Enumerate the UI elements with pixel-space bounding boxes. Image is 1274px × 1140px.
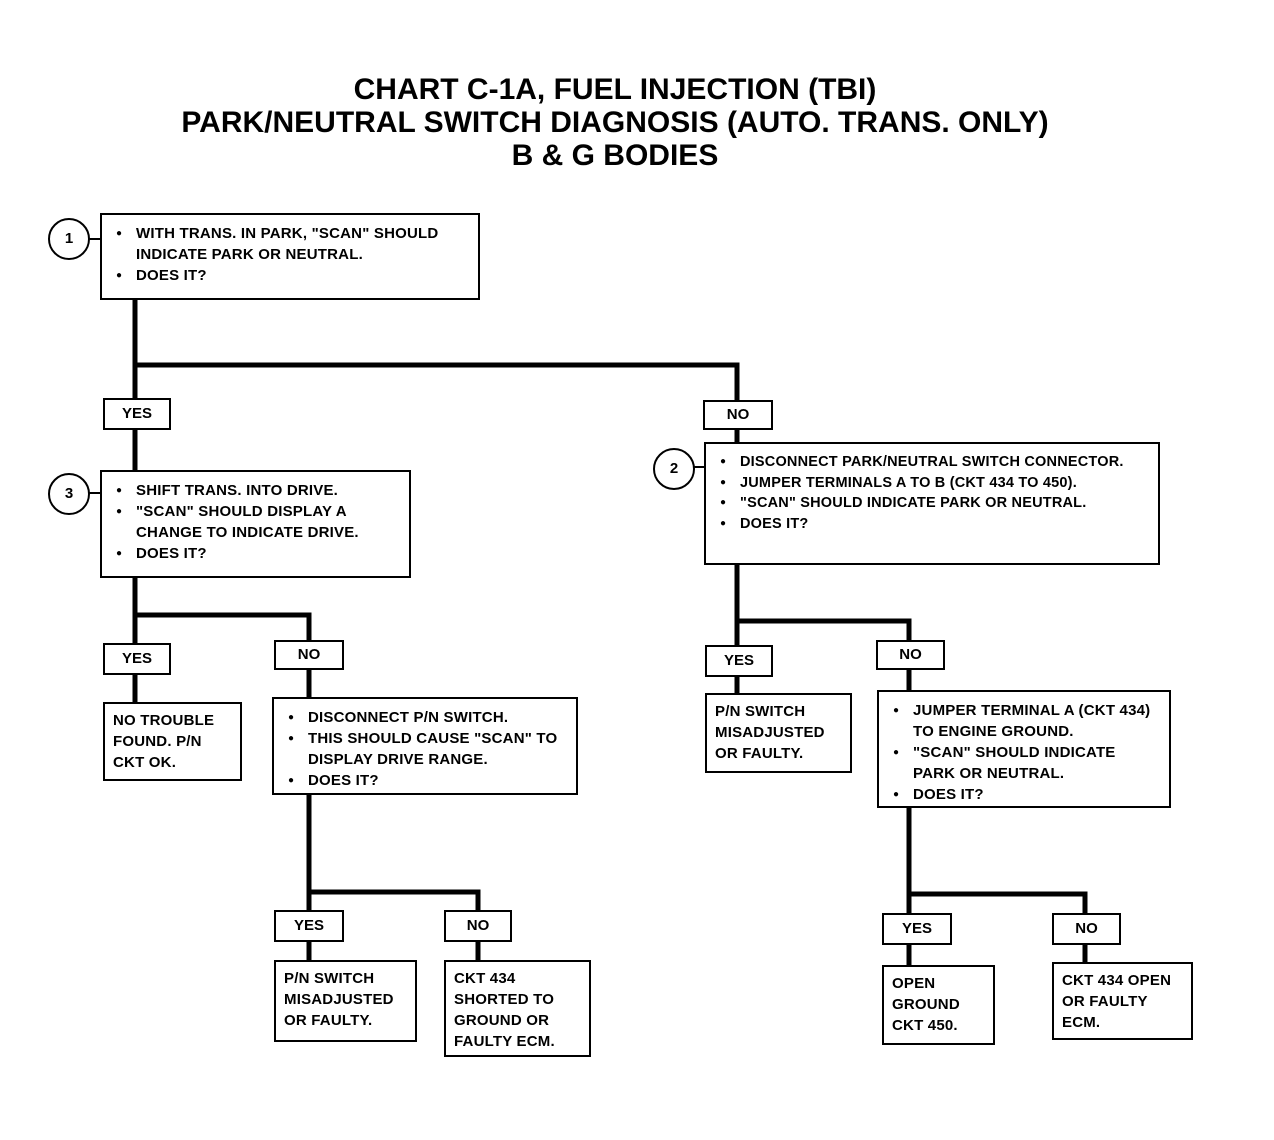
chart-title-line3: B & G BODIES [511,139,719,172]
step-5-line-3: DOES IT? [887,784,1161,805]
connector-s4-branch [306,792,481,913]
step-4-box: DISCONNECT P/N SWITCH. THIS SHOULD CAUSE… [272,697,578,795]
result-no-trouble: NO TROUBLE FOUND. P/N CKT OK. [103,702,242,781]
result-pn-switch-faulty-right: P/N SWITCH MISADJUSTED OR FAULTY. [705,693,852,773]
step-3-box: SHIFT TRANS. INTO DRIVE. "SCAN" SHOULD D… [100,470,411,578]
step-4-line-2: THIS SHOULD CAUSE "SCAN" TO DISPLAY DRIV… [282,728,568,770]
result-open-ground: OPEN GROUND CKT 450. [882,965,995,1045]
chart-title-line1: CHART C-1A, FUEL INJECTION (TBI) [353,73,877,106]
step-3-line-2: "SCAN" SHOULD DISPLAY A CHANGE TO INDICA… [110,501,401,543]
s4-no-label: NO [444,910,512,942]
step-4-line-1: DISCONNECT P/N SWITCH. [282,707,568,728]
step-2-number: 2 [653,448,695,490]
step-5-line-1: JUMPER TERMINAL A (CKT 434) TO ENGINE GR… [887,700,1161,742]
s2-no-label: NO [876,640,945,670]
result-ckt434-open: CKT 434 OPEN OR FAULTY ECM. [1052,962,1193,1040]
chart-title-line2: PARK/NEUTRAL SWITCH DIAGNOSIS (AUTO. TRA… [181,106,1049,139]
connector-s5-branch [906,805,1088,916]
step-3-number: 3 [48,473,90,515]
connector-s2-branch [734,562,912,643]
step-2-line-1: DISCONNECT PARK/NEUTRAL SWITCH CONNECTOR… [714,452,1150,473]
result-ckt434-shorted: CKT 434 SHORTED TO GROUND OR FAULTY ECM. [444,960,591,1057]
step-1-number: 1 [48,218,90,260]
step-1-line-2: DOES IT? [110,265,470,286]
step-3-line-3: DOES IT? [110,543,401,564]
connector-s1-branch [132,297,740,403]
step-1-line-1: WITH TRANS. IN PARK, "SCAN" SHOULD INDIC… [110,223,470,265]
connector-s3-branch [132,575,312,643]
result-pn-switch-faulty-left: P/N SWITCH MISADJUSTED OR FAULTY. [274,960,417,1042]
step-3-line-1: SHIFT TRANS. INTO DRIVE. [110,480,401,501]
s5-yes-label: YES [882,913,952,945]
step-2-line-4: DOES IT? [714,514,1150,535]
s1-no-label: NO [703,400,773,430]
step-4-line-3: DOES IT? [282,770,568,791]
step-2-line-2: JUMPER TERMINALS A TO B (CKT 434 TO 450)… [714,473,1150,494]
step-2-line-3: "SCAN" SHOULD INDICATE PARK OR NEUTRAL. [714,493,1150,514]
step-5-line-2: "SCAN" SHOULD INDICATE PARK OR NEUTRAL. [887,742,1161,784]
s5-no-label: NO [1052,913,1121,945]
s3-no-label: NO [274,640,344,670]
step-2-box: DISCONNECT PARK/NEUTRAL SWITCH CONNECTOR… [704,442,1160,565]
s4-yes-label: YES [274,910,344,942]
s3-yes-label: YES [103,643,171,675]
step-5-box: JUMPER TERMINAL A (CKT 434) TO ENGINE GR… [877,690,1171,808]
s2-yes-label: YES [705,645,773,677]
s1-yes-label: YES [103,398,171,430]
step-1-box: WITH TRANS. IN PARK, "SCAN" SHOULD INDIC… [100,213,480,300]
